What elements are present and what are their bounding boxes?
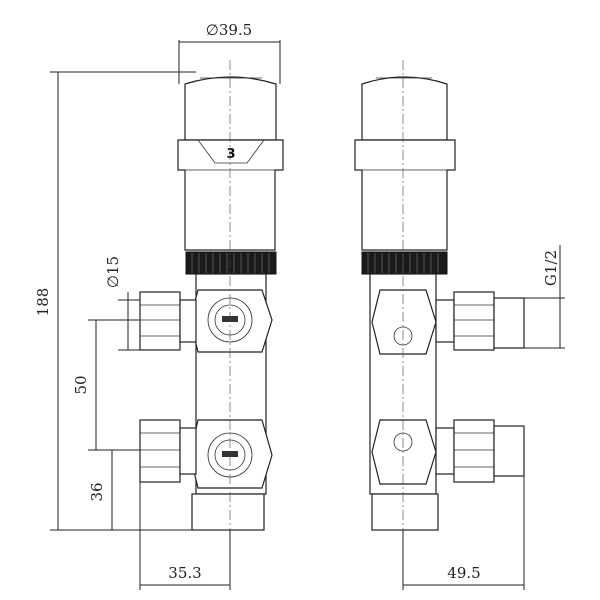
left-offset-label: 35.3 bbox=[168, 564, 201, 582]
total-height-label: 188 bbox=[34, 288, 52, 317]
dim-left-offset: 35.3 bbox=[139, 482, 231, 590]
side-thermostat-body bbox=[354, 139, 456, 251]
front-view: 3 bbox=[139, 60, 284, 540]
port-spacing-label: 50 bbox=[72, 375, 90, 394]
right-offset-label: 49.5 bbox=[447, 564, 480, 582]
upper-left-coupling bbox=[139, 291, 197, 351]
upper-right-outlet bbox=[435, 291, 525, 351]
dim-top-diameter: ∅39.5 bbox=[178, 21, 281, 84]
thermostat-cap bbox=[184, 76, 277, 141]
top-diameter-label: ∅39.5 bbox=[206, 21, 252, 39]
dim-thread: G1/2 bbox=[524, 245, 565, 349]
bottom-cap bbox=[191, 493, 265, 531]
dim-bottom-height: 36 bbox=[88, 449, 140, 531]
lower-left-coupling bbox=[139, 419, 197, 483]
dim-right-offset: 49.5 bbox=[402, 476, 525, 590]
side-lower-hex bbox=[371, 419, 437, 485]
thread-label: G1/2 bbox=[542, 250, 560, 286]
dim-port-spacing: 50 bbox=[72, 319, 140, 451]
side-thermostat-cap bbox=[361, 76, 448, 141]
dim-port-diameter: ∅15 bbox=[104, 256, 140, 351]
side-bottom-cap bbox=[371, 493, 439, 531]
port-diameter-label: ∅15 bbox=[104, 256, 122, 288]
bottom-height-label: 36 bbox=[88, 482, 106, 501]
side-view bbox=[354, 60, 525, 540]
side-upper-hex bbox=[371, 289, 437, 355]
thermostat-setting-label: 3 bbox=[226, 147, 235, 162]
lower-right-outlet bbox=[435, 419, 525, 483]
knurled-ring bbox=[185, 251, 277, 275]
